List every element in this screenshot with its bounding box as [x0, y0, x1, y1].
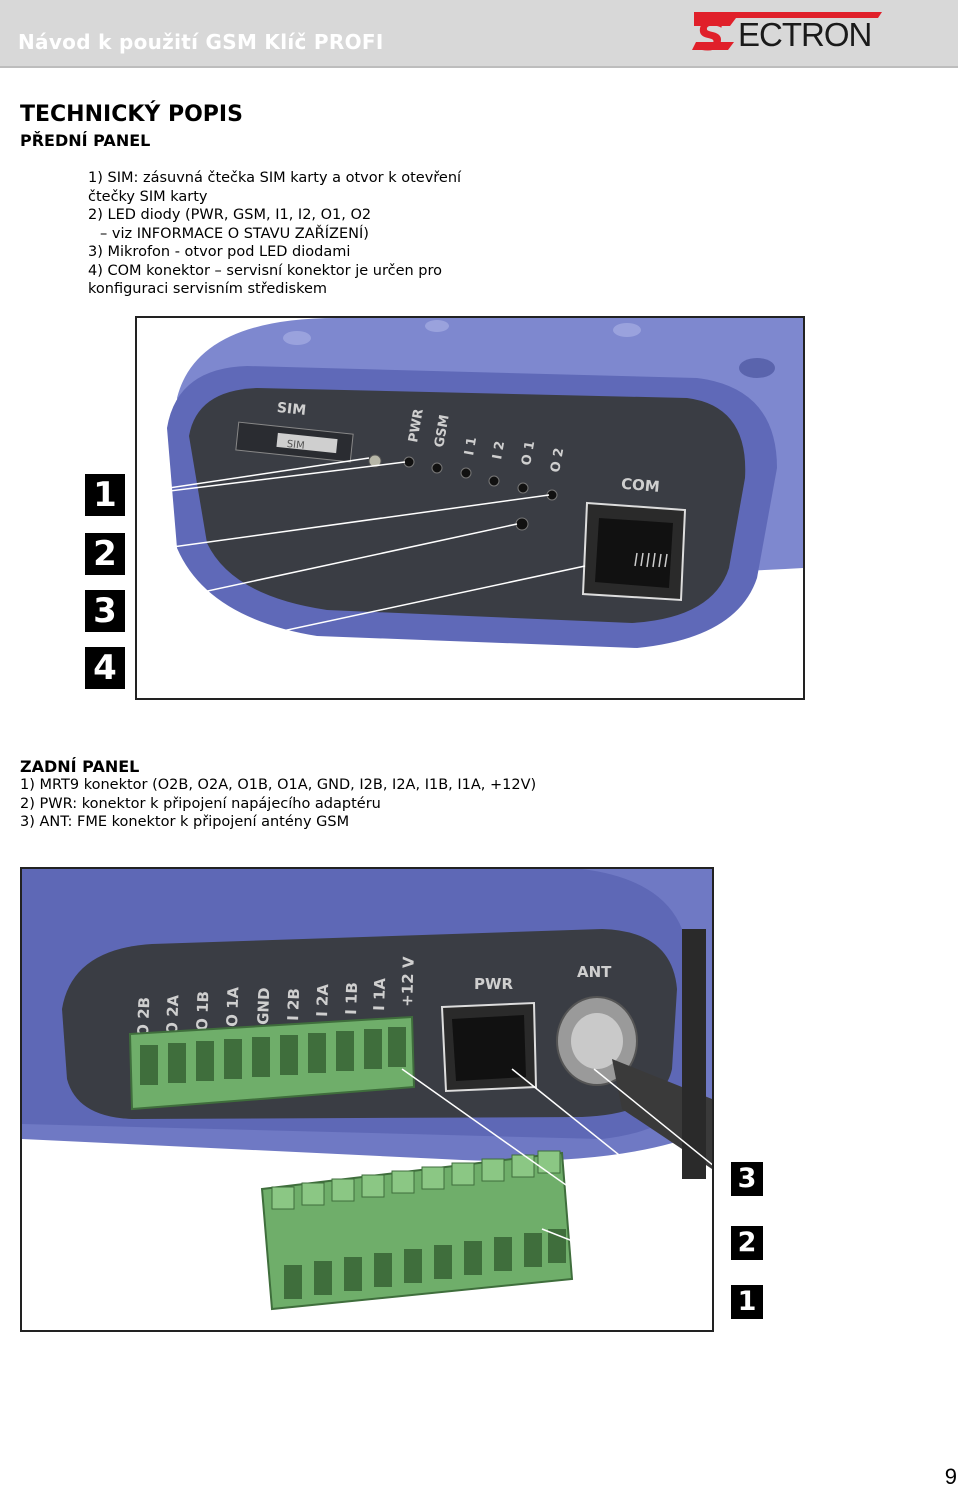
list-item: 3) Mikrofon - otvor pod LED diodami: [88, 244, 351, 260]
terminal-label-i2b: I 2B: [284, 988, 303, 1021]
back-device-illustration: O 2B O 2A O 1B O 1A GND I 2B I 2A I 1B I…: [22, 869, 712, 1330]
callout-front-3: 3: [85, 590, 125, 632]
list-item: – viz INFORMACE O STAVU ZAŘÍZENÍ): [100, 225, 369, 242]
list-item: čtečky SIM karty: [88, 188, 208, 205]
callout-back-1: 1: [731, 1285, 763, 1319]
document-title: Návod k použití GSM Klíč PROFI: [18, 30, 384, 54]
led-i2: [488, 475, 500, 487]
logo-text: ECTRON: [738, 16, 872, 53]
ant-label: ANT: [577, 963, 612, 981]
list-item: 1) SIM: zásuvná čtečka SIM karty a otvor…: [88, 170, 462, 186]
list-item: konfiguraci servisním střediskem: [88, 281, 327, 297]
com-label: COM: [620, 475, 660, 496]
led-o1: [517, 482, 529, 494]
led-gsm: [431, 462, 443, 474]
back-panel-description: 1) MRT9 konektor (O2B, O2A, O1B, O1A, GN…: [20, 776, 536, 832]
page-number: 9: [944, 1464, 957, 1489]
front-panel-photo: SIM SIM PWR GSM I 1 I 2 O 1 O 2 COM: [135, 316, 805, 700]
sim-slot-label: SIM: [286, 439, 305, 452]
sim-label: SIM: [276, 400, 307, 419]
sectron-logo: S: [692, 12, 882, 56]
page-header: Návod k použití GSM Klíč PROFI S ECTRON: [0, 0, 958, 68]
led-label-i1: I 1: [462, 436, 480, 457]
led-label-o1: O 1: [519, 440, 538, 467]
terminal-label-o2a: O 2A: [163, 994, 182, 1035]
list-item: 2) PWR: konektor k připojení napájecího …: [20, 795, 381, 812]
led-label-i2: I 2: [490, 440, 508, 461]
list-item: 4) COM konektor – servisní konektor je u…: [88, 262, 443, 279]
front-panel-description: 1) SIM: zásuvná čtečka SIM karty a otvor…: [88, 169, 461, 299]
pwr-label: PWR: [474, 975, 514, 993]
callout-front-4: 4: [85, 647, 125, 689]
back-panel-heading: ZADNÍ PANEL: [20, 757, 140, 776]
terminal-label-12v: +12 V: [398, 956, 418, 1007]
callout-back-2: 2: [731, 1226, 763, 1260]
list-item: 1) MRT9 konektor (O2B, O2A, O1B, O1A, GN…: [20, 777, 537, 793]
terminal-label-gnd: GND: [254, 987, 273, 1025]
list-item: 3) ANT: FME konektor k připojení antény …: [20, 814, 350, 830]
led-label-o2: O 2: [548, 447, 567, 474]
callout-back-3: 3: [731, 1162, 763, 1196]
callout-front-2: 2: [85, 533, 125, 575]
front-panel-heading: PŘEDNÍ PANEL: [20, 131, 151, 150]
front-device-illustration: SIM SIM PWR GSM I 1 I 2 O 1 O 2 COM: [137, 318, 803, 698]
led-i1: [460, 467, 472, 479]
terminal-label-o1b: O 1B: [193, 991, 212, 1031]
sim-eject-hole: [368, 454, 382, 468]
logo-mark: S: [696, 14, 725, 56]
terminal-label-o2b: O 2B: [134, 997, 153, 1037]
section-title: TECHNICKÝ POPIS: [20, 102, 243, 127]
back-panel-photo: O 2B O 2A O 1B O 1A GND I 2B I 2A I 1B I…: [20, 867, 714, 1332]
terminal-label-i1b: I 1B: [342, 982, 361, 1015]
terminal-label-i2a: I 2A: [313, 983, 332, 1017]
led-pwr: [403, 456, 415, 468]
led-label-pwr: PWR: [406, 408, 427, 444]
microphone-hole: [515, 517, 529, 531]
led-label-gsm: GSM: [432, 414, 452, 449]
list-item: 2) LED diody (PWR, GSM, I1, I2, O1, O2: [88, 207, 372, 223]
terminal-label-o1a: O 1A: [223, 986, 242, 1027]
terminal-label-i1a: I 1A: [370, 977, 389, 1011]
callout-front-1: 1: [85, 474, 125, 516]
